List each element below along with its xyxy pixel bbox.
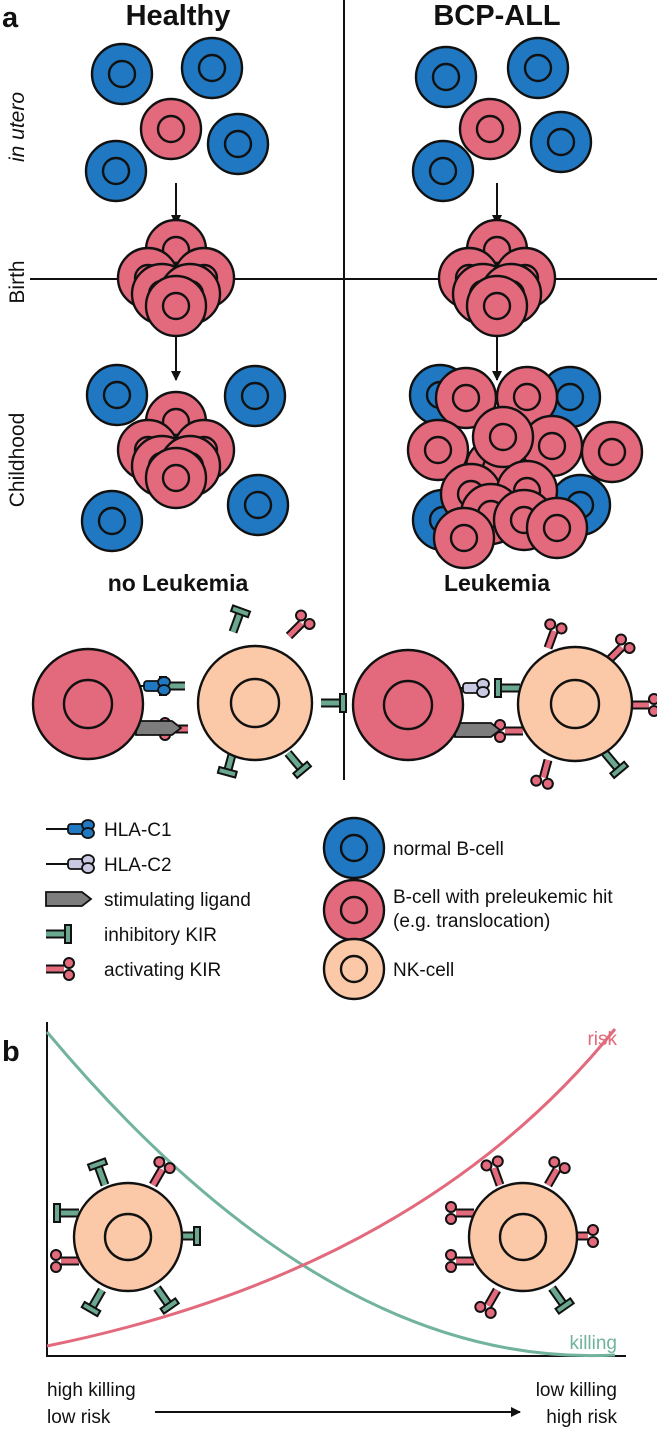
- legend-stimulating-ligand: stimulating ligand: [104, 890, 251, 911]
- outcome-leukemia: Leukemia: [444, 570, 550, 596]
- legend-preleukemic-note: (e.g. translocation): [393, 911, 550, 932]
- column-title-bcp-all: BCP-ALL: [433, 0, 560, 32]
- row-label-birth: Birth: [6, 260, 29, 303]
- nk-cell-high-killing: [51, 1155, 200, 1316]
- axis-left-line1: high killing: [47, 1380, 136, 1401]
- legend-nk-swatch: [322, 937, 386, 1001]
- risk-label: risk: [587, 1029, 617, 1050]
- outcome-no-leukemia: no Leukemia: [108, 570, 249, 596]
- bcp-birth-cluster: [439, 220, 555, 336]
- axis-right-line2: high risk: [546, 1407, 617, 1428]
- legend-normal-b-cell: normal B-cell: [393, 839, 504, 860]
- row-label-in-utero: in utero: [6, 92, 29, 162]
- risk-curve: [46, 1028, 617, 1348]
- healthy-childhood-cells: [80, 363, 290, 553]
- panel-a-letter: a: [2, 2, 19, 34]
- axis-left-line2: low risk: [47, 1407, 111, 1428]
- legend-preleukemic-b-cell: B-cell with preleukemic hit: [393, 887, 613, 908]
- panel-b-axes: [46, 1022, 626, 1357]
- nk-cell-low-killing: [446, 1155, 598, 1320]
- bcp-interaction: [351, 618, 657, 790]
- legend: HLA-C1 HLA-C2 stimulating ligand inhibit…: [46, 816, 613, 1001]
- killing-curve: [45, 1031, 616, 1358]
- legend-nk-cell: NK-cell: [393, 960, 454, 981]
- column-title-healthy: Healthy: [126, 0, 231, 32]
- bcp-in-utero-cells: [411, 36, 593, 203]
- panel-b-letter: b: [2, 1036, 20, 1068]
- legend-inhibitory-kir: inhibitory KIR: [104, 925, 217, 946]
- killing-label: killing: [569, 1333, 617, 1354]
- healthy-interaction: [31, 605, 346, 778]
- axis-right-line1: low killing: [536, 1380, 617, 1401]
- bcp-childhood-cells: [406, 363, 644, 570]
- legend-hla-c1: HLA-C1: [104, 820, 172, 841]
- legend-hla-c2: HLA-C2: [104, 855, 172, 876]
- healthy-birth-cluster: [118, 220, 234, 336]
- nk-cell: [196, 644, 314, 762]
- healthy-in-utero-cells: [84, 36, 270, 203]
- preleukemic-b-cell: [31, 647, 145, 761]
- legend-activating-kir: activating KIR: [104, 960, 221, 981]
- row-label-childhood: Childhood: [6, 413, 29, 508]
